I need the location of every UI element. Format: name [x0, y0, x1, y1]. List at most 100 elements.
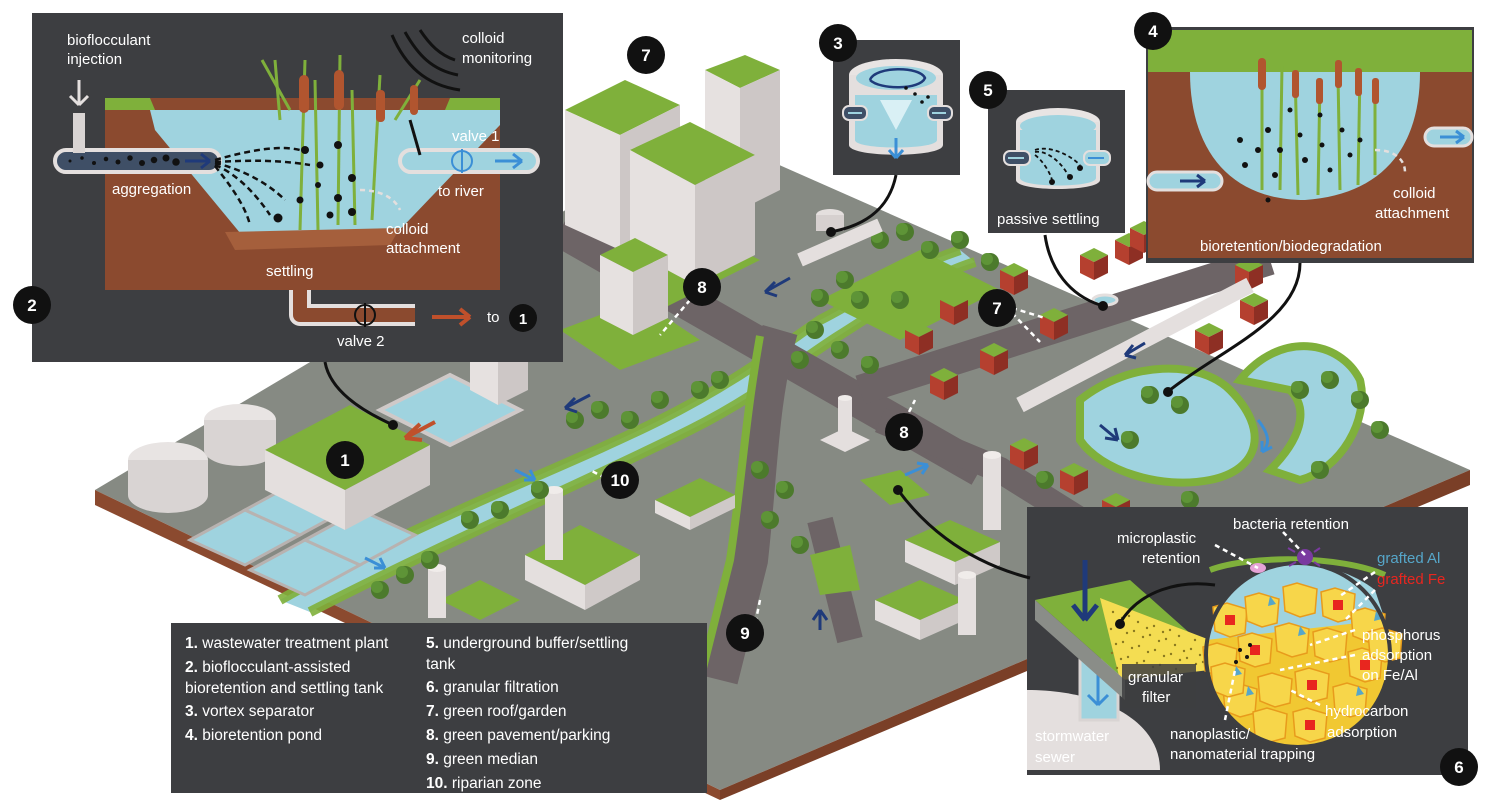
sand-dot	[1157, 639, 1161, 643]
tree-highlight	[371, 581, 383, 593]
tree-highlight	[591, 401, 603, 413]
house	[1040, 308, 1068, 340]
legend-item-text: bioflocculant-assisted bioretention and …	[185, 659, 384, 697]
label-stormwater: stormwater	[1035, 728, 1109, 745]
tree-highlight	[566, 411, 578, 423]
grafted-fe-site	[1307, 680, 1317, 690]
sand-dot	[1185, 656, 1189, 660]
label-passive-settling: passive settling	[997, 211, 1100, 228]
sand-dot	[1161, 630, 1165, 634]
panel-bioretention-pond: colloid attachment bioretention/biodegra…	[1146, 27, 1474, 397]
particle	[1319, 142, 1325, 148]
marker-7-roof: 7	[641, 46, 650, 65]
tree-highlight	[1351, 391, 1363, 403]
cattail	[376, 90, 385, 122]
cattail	[299, 75, 309, 113]
sand-dot	[1198, 653, 1202, 657]
particle	[1265, 197, 1271, 203]
label-attachment: attachment	[1375, 205, 1450, 222]
label-retention: retention	[1142, 550, 1200, 567]
grafted-fe-site	[1250, 645, 1260, 655]
legend-item-text: wastewater treatment plant	[197, 635, 389, 652]
tree-highlight	[851, 291, 863, 303]
house	[980, 343, 1008, 375]
label-valve-1: valve 1	[452, 128, 500, 145]
legend-item: 7. green roof/garden	[426, 701, 661, 725]
injection-arrow-icon	[68, 80, 90, 107]
label-microplastic: microplastic	[1117, 530, 1197, 547]
particle	[115, 159, 121, 165]
tree-highlight	[981, 253, 993, 265]
sand-dot	[1130, 646, 1134, 650]
tree-highlight	[831, 341, 843, 353]
legend-item-text: granular filtration	[438, 679, 559, 696]
sand-dot	[1193, 638, 1197, 642]
grafted-al-site	[1298, 626, 1306, 636]
marker-1: 1	[340, 451, 349, 470]
legend-item: 6. granular filtration	[426, 677, 661, 701]
particle	[103, 156, 109, 162]
tree-highlight	[421, 551, 433, 563]
colloid-monitoring-icon	[390, 29, 461, 92]
marker-10: 10	[611, 471, 630, 490]
label-bioretention-biodegradation: bioretention/biodegradation	[1200, 238, 1382, 255]
sand-dot	[1177, 634, 1181, 638]
legend-item: 5. underground buffer/settling tank	[426, 633, 661, 677]
sand-dot	[1125, 631, 1129, 635]
cattail	[1292, 70, 1299, 98]
legend-item-text: green median	[438, 751, 539, 768]
legend-item-text: vortex separator	[197, 703, 315, 720]
label-colloid: colloid	[386, 221, 429, 238]
house	[1080, 248, 1108, 280]
particle	[1255, 147, 1261, 153]
tank-water	[150, 110, 500, 245]
tree-highlight	[806, 321, 818, 333]
flow-arrows	[563, 276, 1146, 630]
house	[1060, 463, 1088, 495]
sand-grains	[1202, 582, 1403, 743]
sand-dot	[1127, 614, 1131, 618]
label-grafted-fe: grafted Fe	[1377, 571, 1445, 588]
legend-item-number: 1.	[185, 635, 198, 652]
marker-9: 9	[740, 624, 749, 643]
legend-item: 4. bioretention pond	[185, 725, 420, 749]
particle	[172, 158, 180, 166]
grafted-al-site	[1374, 611, 1382, 621]
legend-item-number: 9.	[426, 751, 439, 768]
sand-dot	[1182, 649, 1186, 653]
label-aggregation: aggregation	[112, 181, 191, 198]
legend-item-text: green roof/garden	[438, 703, 567, 720]
label-adsorption: adsorption	[1362, 647, 1432, 664]
particle	[1327, 167, 1333, 173]
particle	[1287, 107, 1293, 113]
sand-dot	[1153, 648, 1157, 652]
tree-highlight	[461, 511, 473, 523]
tall-building	[600, 238, 668, 335]
label-colloid-monitoring: colloid	[462, 30, 505, 47]
vortex-icon	[868, 68, 927, 89]
house	[930, 368, 958, 400]
particle	[92, 161, 96, 165]
sand-dot	[1132, 629, 1136, 633]
sand-dot	[1162, 654, 1166, 658]
sand-dot	[1178, 658, 1182, 662]
sand-dot	[1148, 633, 1152, 637]
trees	[371, 223, 1389, 599]
label-bioflocculant: bioflocculant	[67, 32, 151, 49]
tree-highlight	[921, 241, 933, 253]
aggregation-trajectories	[214, 146, 311, 226]
particle	[1242, 162, 1248, 168]
particle	[1317, 112, 1323, 118]
marker-4: 4	[1148, 22, 1158, 41]
house	[940, 293, 968, 325]
sand-dot	[1173, 643, 1177, 647]
marker-5: 5	[983, 81, 992, 100]
particle	[1237, 137, 1243, 143]
sand-dot	[1189, 647, 1193, 651]
particle	[315, 182, 321, 188]
tree-highlight	[836, 271, 848, 283]
cattail	[1355, 68, 1362, 96]
sand-dot	[1111, 610, 1115, 614]
tree-highlight	[891, 291, 903, 303]
cattail	[334, 70, 344, 110]
